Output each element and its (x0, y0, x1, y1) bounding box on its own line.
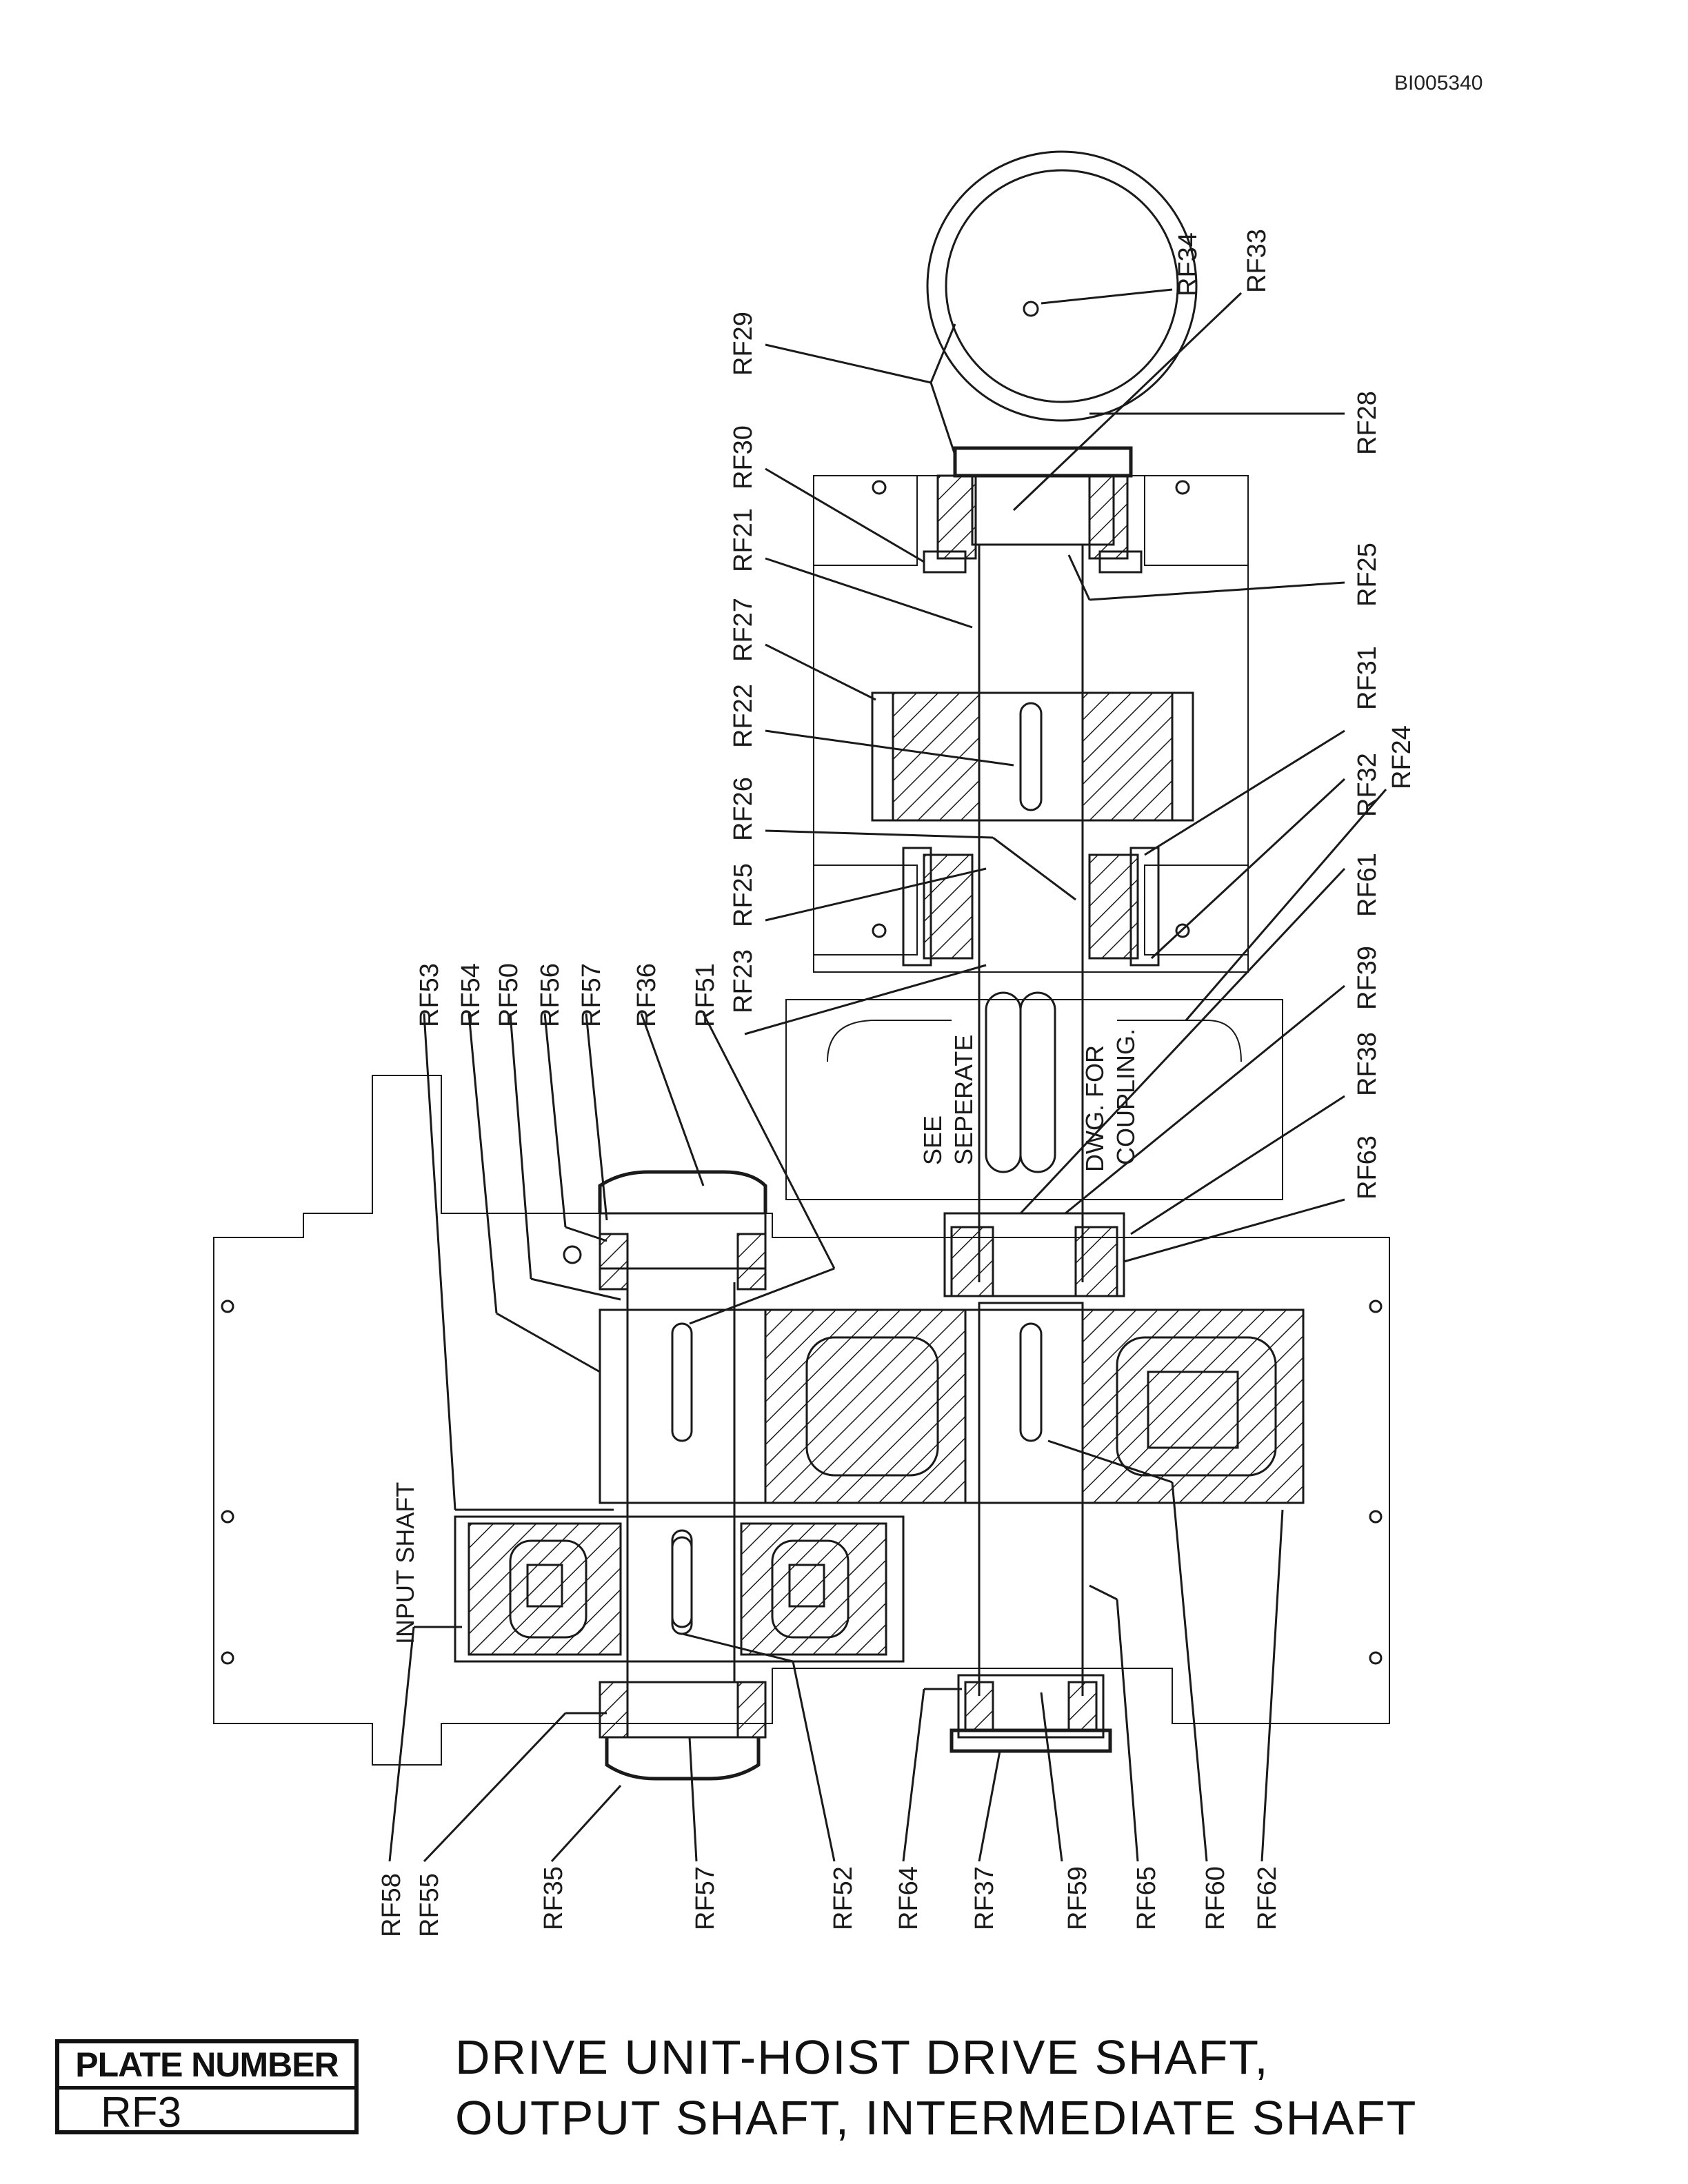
input-cap-bottom (599, 1681, 767, 1781)
callout-label: RF21 (729, 508, 758, 572)
leader-lines (388, 288, 1387, 1863)
coupling-note: DWG. FOR (1081, 1045, 1109, 1172)
callout-label: RF29 (729, 312, 758, 376)
callout-label: RF65 (1132, 1866, 1161, 1930)
drawing-title-line-1: DRIVE UNIT-HOIST DRIVE SHAFT, (455, 2030, 1269, 2084)
callout-label: RF50 (494, 963, 523, 1027)
callout-label: RF35 (539, 1866, 568, 1930)
callout-label: RF51 (691, 963, 720, 1027)
callout-label: RF57 (577, 963, 606, 1027)
callout-label: RF38 (1353, 1032, 1382, 1096)
document-id: BI005340 (1394, 72, 1483, 94)
callout-label: RF54 (456, 963, 485, 1027)
drawing-title-line-2: OUTPUT SHAFT, INTERMEDIATE SHAFT (455, 2091, 1418, 2145)
top-bearing-assembly (923, 446, 1143, 574)
intermediate-gear (599, 1302, 1305, 1504)
drawing-notes: INPUT SHAFT SEE SEPERATE DWG. FOR COUPLI… (391, 1029, 1140, 1644)
callout-label: RF52 (829, 1866, 858, 1930)
input-shaft-label: INPUT SHAFT (391, 1482, 419, 1644)
callout-label: RF60 (1201, 1866, 1230, 1930)
output-shaft (978, 1503, 1084, 1696)
hoist-drum (926, 150, 1198, 422)
callout-label: RF36 (632, 963, 661, 1027)
callout-label: RF25 (1353, 543, 1382, 607)
output-cap-bottom (950, 1674, 1112, 1753)
callout-label: RF31 (1353, 646, 1382, 710)
plate-number-value: RF3 (101, 2089, 182, 2136)
hoist-drive-shaft (978, 545, 1084, 1282)
callout-label: RF59 (1063, 1866, 1092, 1930)
callout-label: RF57 (691, 1866, 720, 1930)
coupling-note: SEPERATE (950, 1035, 978, 1165)
callout-label: RF37 (970, 1866, 999, 1930)
callout-label: RF33 (1243, 229, 1272, 293)
mid-bearing-upper (902, 847, 1160, 967)
callout-label: RF34 (1174, 232, 1203, 296)
drawing-title: DRIVE UNIT-HOIST DRIVE SHAFT, OUTPUT SHA… (455, 2027, 1417, 2148)
callout-label: RF39 (1353, 946, 1382, 1010)
callout-label: RF24 (1387, 725, 1416, 789)
callout-label: RF62 (1253, 1866, 1282, 1930)
callout-label: RF53 (415, 963, 444, 1027)
callout-label: RF27 (729, 598, 758, 662)
callout-label: RF56 (536, 963, 565, 1027)
plate-number-header: PLATE NUMBER (59, 2043, 354, 2090)
coupling-note: COUPLING. (1112, 1029, 1140, 1165)
output-bearing-top (943, 1212, 1125, 1297)
callout-label: RF30 (729, 425, 758, 489)
callout-label: RF22 (729, 684, 758, 748)
callout-labels: RF29 RF30 RF21 RF27 RF22 RF26 RF25 RF23 … (377, 229, 1416, 1937)
input-cap-top (598, 1170, 767, 1291)
callout-label: RF55 (415, 1873, 444, 1937)
drive-shaft-gear (871, 691, 1194, 822)
callout-label: RF26 (729, 777, 758, 841)
coupling-note: SEE (918, 1115, 947, 1165)
callout-label: RF25 (729, 863, 758, 927)
input-gear (454, 1515, 905, 1663)
callout-label: RF61 (1353, 853, 1382, 917)
callout-label: RF23 (729, 949, 758, 1013)
plate-number-box: PLATE NUMBER RF3 (55, 2039, 359, 2136)
input-shaft (626, 1282, 736, 1682)
callout-label: RF63 (1353, 1135, 1382, 1200)
callout-label: RF32 (1353, 753, 1382, 817)
callout-label: RF64 (894, 1866, 923, 1930)
callout-label: RF28 (1353, 391, 1382, 455)
main-housing (213, 1075, 1390, 1766)
upper-housing (813, 475, 1249, 973)
callout-label: RF58 (377, 1873, 406, 1937)
